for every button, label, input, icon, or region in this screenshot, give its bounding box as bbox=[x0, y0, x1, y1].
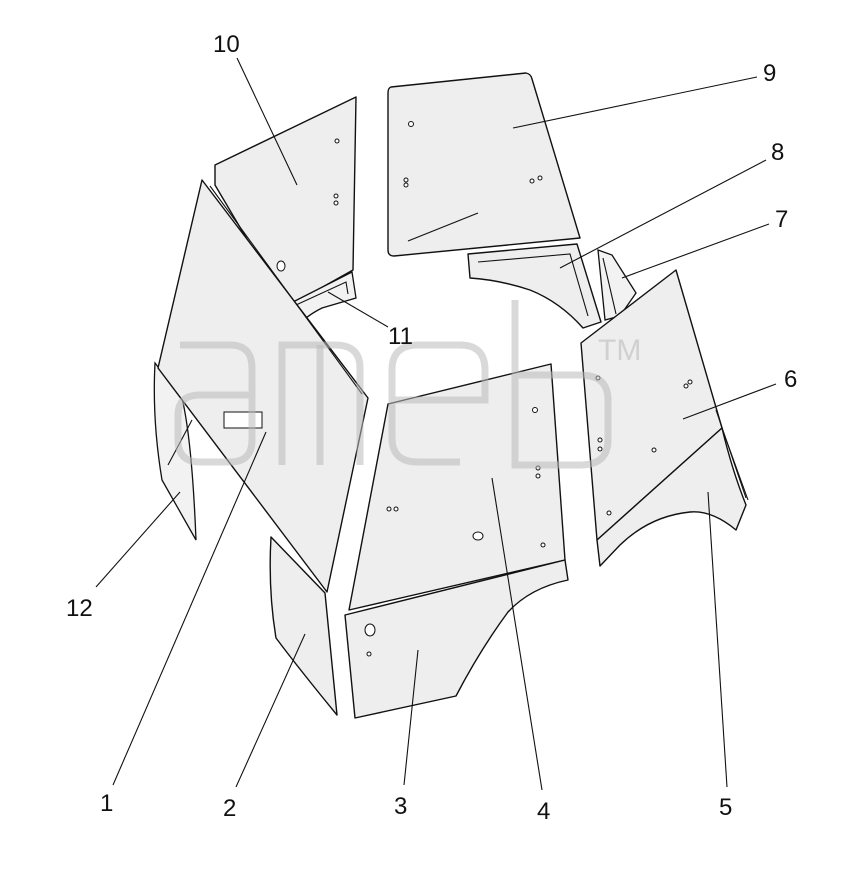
leader-2 bbox=[235, 633, 306, 788]
part-8-glass bbox=[467, 243, 602, 329]
leader-6 bbox=[682, 383, 777, 420]
callout-6: 6 bbox=[784, 366, 797, 393]
part-3-glass bbox=[344, 559, 569, 719]
leader-9 bbox=[512, 76, 758, 129]
callout-3: 3 bbox=[394, 793, 407, 820]
leader-4 bbox=[491, 477, 543, 791]
leader-7 bbox=[621, 223, 770, 279]
callout-7: 7 bbox=[775, 206, 788, 233]
callout-4: 4 bbox=[537, 798, 550, 825]
part-1-glass bbox=[157, 179, 369, 593]
part-5-glass bbox=[596, 427, 749, 567]
leader-5 bbox=[707, 491, 728, 788]
part-7-glass bbox=[597, 249, 637, 321]
leader-10 bbox=[236, 57, 298, 186]
callout-11: 11 bbox=[388, 323, 413, 350]
callout-8: 8 bbox=[771, 139, 784, 166]
watermark-logo: TM bbox=[174, 300, 641, 469]
callout-2: 2 bbox=[223, 795, 236, 822]
leader-8 bbox=[559, 159, 767, 269]
callout-5: 5 bbox=[719, 794, 732, 821]
part-9-glass bbox=[387, 72, 581, 257]
callout-10: 10 bbox=[213, 31, 240, 58]
leader-1 bbox=[112, 431, 267, 786]
callout-labels: 1 2 3 4 5 6 7 8 9 10 11 12 bbox=[66, 31, 797, 825]
leader-lines bbox=[95, 57, 777, 791]
watermark-tm: TM bbox=[598, 334, 641, 367]
part-2-glass bbox=[269, 536, 338, 716]
callout-9: 9 bbox=[763, 60, 776, 87]
callout-12: 12 bbox=[66, 595, 93, 622]
leader-11 bbox=[327, 291, 389, 328]
callout-1: 1 bbox=[100, 790, 113, 817]
leader-3 bbox=[403, 649, 419, 786]
leader-12 bbox=[95, 491, 181, 588]
part-6-glass bbox=[580, 269, 747, 541]
